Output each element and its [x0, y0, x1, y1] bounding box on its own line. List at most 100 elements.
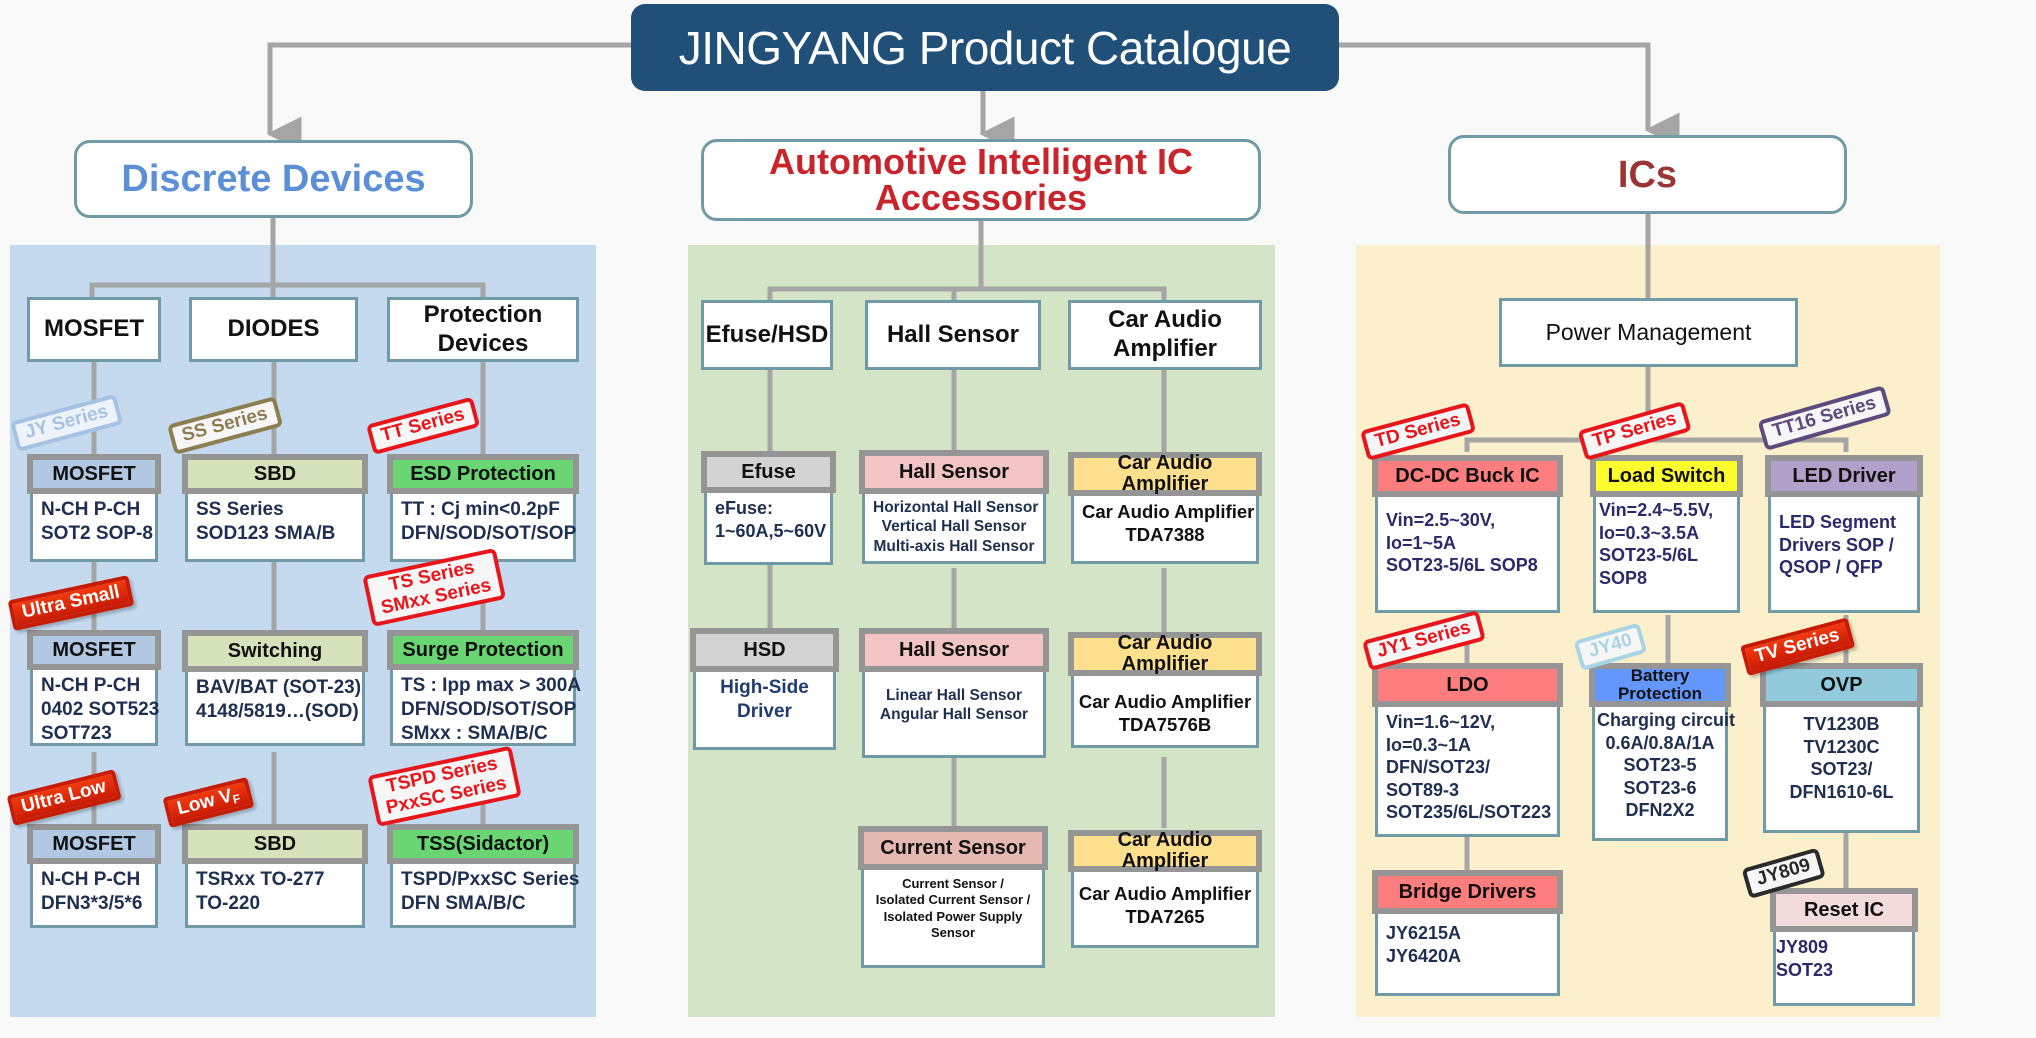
connector-automotive [767, 221, 1167, 300]
card-spec-line: SOT23/ [1810, 759, 1873, 779]
card-header: Hall Sensor [859, 628, 1049, 672]
column-hall-sensor-label: Hall Sensor [886, 320, 1020, 348]
power-management-label: Power Management [1545, 318, 1752, 345]
card-header: SBD [182, 454, 368, 494]
card-header: Surge Protection [387, 630, 579, 670]
card-title: Reset IC [1803, 898, 1885, 921]
card-spec-line: DFN1610-6L [1789, 781, 1894, 802]
card-title: MOSFET [52, 462, 136, 485]
category-automotive-label-1: Automotive Intelligent IC [768, 141, 1193, 182]
card-spec-line: Io=0.3~3.5A [1599, 522, 1700, 543]
card-spec-line: Vin=2.4~5.5V, [1599, 500, 1714, 520]
card-spec-line: TSPD/PxxSC Series [401, 869, 580, 890]
card-spec-line: SOT2 SOP-8 [41, 522, 153, 544]
column-protection-label: Protection Devices [423, 300, 543, 357]
column-mosfet[interactable]: MOSFET [27, 297, 161, 362]
card-spec-line: DFN/SOT23/ [1386, 757, 1491, 777]
card-title: TSS(Sidactor) [416, 832, 550, 855]
card-title: Car Audio Amplifier [1117, 829, 1213, 872]
category-discrete-label: Discrete Devices [121, 158, 426, 200]
card-spec-line: SOT723 [41, 722, 112, 744]
card-spec-line: SOT23 [1776, 959, 1834, 980]
card-title-line: Battery [1630, 666, 1690, 686]
column-efuse-hsd[interactable]: Efuse/HSD [701, 300, 833, 370]
card-spec-line: Multi-axis Hall Sensor [873, 537, 1035, 555]
card-header: Car Audio Amplifier [1068, 830, 1262, 872]
card-spec-line: SOT23-5 [1623, 755, 1697, 775]
card-header: Reset IC [1770, 888, 1918, 932]
card-spec-line: 0.6A/0.8A/1A [1605, 732, 1715, 753]
column-diodes[interactable]: DIODES [189, 297, 358, 362]
power-management[interactable]: Power Management [1499, 298, 1798, 367]
category-automotive[interactable]: Automotive Intelligent IC Accessories [701, 139, 1261, 221]
card-spec-line: N-CH P-CH [41, 869, 141, 890]
connector-title-discrete [266, 42, 631, 152]
card-header: Hall Sensor [859, 450, 1049, 494]
card-spec-line: 1~60A,5~60V [715, 520, 827, 541]
card-spec-line: Horizontal Hall Sensor [873, 499, 1039, 516]
card-header: MOSFET [27, 824, 161, 864]
category-discrete[interactable]: Discrete Devices [74, 140, 473, 218]
card-spec-line: TO-220 [196, 892, 261, 914]
column-hall-sensor[interactable]: Hall Sensor [865, 300, 1041, 370]
card-spec-line: TS : Ipp max > 300A [401, 675, 582, 696]
category-ics[interactable]: ICs [1448, 135, 1847, 214]
card-body: BAV/BAT (SOT-23)4148/5819…(SOD) [185, 672, 365, 746]
card-spec-line: N-CH P-CH [41, 499, 141, 520]
column-protection[interactable]: Protection Devices [387, 297, 579, 362]
column-car-audio[interactable]: Car Audio Amplifier [1068, 300, 1262, 370]
card-header: Car Audio Amplifier [1068, 452, 1262, 496]
card-header: LED Driver [1765, 455, 1923, 497]
card-header: HSD [690, 628, 839, 672]
card-spec-line: DFN/SOD/SOT/SOP [401, 522, 577, 544]
card-title: LDO [1446, 673, 1489, 696]
card-spec-line: SOT23-5/6L [1599, 545, 1699, 565]
card-spec-line: Car Audio Amplifier [1078, 691, 1252, 712]
card-body: Current Sensor /Isolated Current Sensor … [861, 870, 1045, 968]
card-header: ESD Protection [387, 454, 579, 494]
card-spec-line: TV1230C [1803, 736, 1880, 757]
column-mosfet-label: MOSFET [44, 315, 144, 343]
card-header: TSS(Sidactor) [387, 824, 579, 864]
card-body: eFuse:1~60A,5~60V [704, 493, 833, 565]
card-header: LDO [1372, 663, 1563, 707]
card-title: Hall Sensor [898, 460, 1010, 483]
card-title: ESD Protection [410, 462, 556, 485]
card-spec-line: SOD123 SMA/B [196, 522, 336, 544]
card-title: Car Audio Amplifier [1117, 632, 1213, 675]
